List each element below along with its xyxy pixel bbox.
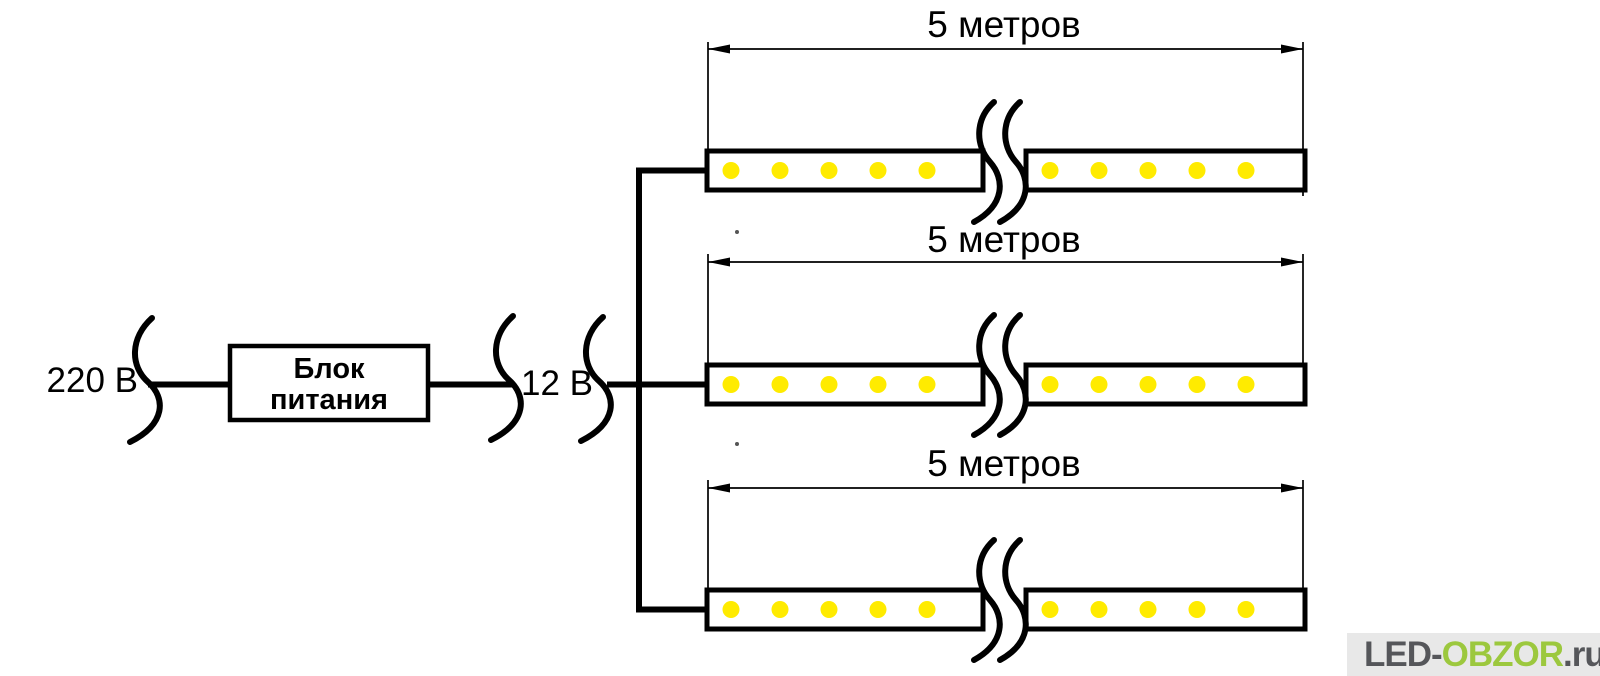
strip-segment-right — [1023, 587, 1308, 632]
led-dot — [869, 376, 887, 393]
strip-segment-right — [1023, 362, 1308, 407]
led-dots — [722, 601, 1255, 618]
strip-segment-right — [1023, 148, 1308, 193]
led-dot — [771, 601, 789, 618]
arrow-left-icon — [708, 44, 730, 54]
led-dot — [820, 162, 838, 179]
led-dot — [1188, 376, 1206, 393]
led-dot — [820, 601, 838, 618]
strip-segment-left — [704, 362, 986, 407]
arrow-right-icon — [1281, 483, 1303, 493]
led-dot — [1237, 601, 1255, 618]
led-dot — [1090, 601, 1108, 618]
input-voltage-label: 220 В — [47, 361, 138, 400]
length-label: 5 метров — [927, 443, 1080, 484]
arrow-right-icon — [1281, 44, 1303, 54]
led-dots — [722, 376, 1255, 393]
watermark-suffix: .ru — [1563, 634, 1600, 674]
distribution-bus — [636, 167, 707, 613]
led-dot — [1090, 376, 1108, 393]
low-voltage-link: 12 В — [426, 313, 709, 444]
bus-wire — [636, 167, 707, 613]
led-strip-row-2 — [704, 312, 1308, 438]
led-dot — [1139, 601, 1157, 618]
led-dot — [1090, 162, 1108, 179]
arrow-left-icon — [708, 483, 730, 493]
led-dot — [771, 162, 789, 179]
led-dot — [869, 162, 887, 179]
led-strip-row-3 — [704, 537, 1308, 663]
watermark: LED-OBZOR.ru — [1347, 633, 1600, 676]
length-label: 5 метров — [927, 4, 1080, 45]
led-dot — [869, 601, 887, 618]
output-voltage-label: 12 В — [521, 364, 593, 403]
strip-break-icon — [971, 312, 1003, 438]
led-dot — [722, 162, 740, 179]
led-dot — [771, 376, 789, 393]
led-dot — [918, 601, 936, 618]
arrow-right-icon — [1281, 257, 1303, 267]
strip-break-icon — [997, 99, 1029, 225]
dimension-row-3: 5 метров — [707, 443, 1304, 590]
led-strip-row-1 — [704, 99, 1308, 225]
length-label: 5 метров — [927, 219, 1080, 260]
led-dot — [722, 376, 740, 393]
led-dot — [1041, 162, 1059, 179]
led-dot — [1139, 162, 1157, 179]
power-supply-label-line2: питания — [270, 384, 388, 416]
led-dots — [722, 162, 1255, 179]
led-dot — [918, 376, 936, 393]
led-dot — [1139, 376, 1157, 393]
led-dot — [1188, 162, 1206, 179]
watermark-prefix: LED- — [1364, 634, 1443, 674]
power-supply-unit: Блок питания — [227, 343, 431, 423]
strip-break-icon — [971, 537, 1003, 663]
dimension-row-2: 5 метров — [707, 219, 1304, 365]
strip-break-icon — [997, 312, 1029, 438]
strip-segment-left — [704, 148, 986, 193]
stray-mark — [735, 230, 739, 234]
led-dot — [918, 162, 936, 179]
strip-segment-left — [704, 587, 986, 632]
wire-break-icon — [578, 314, 614, 444]
watermark-highlight: OBZOR — [1441, 634, 1564, 674]
wire-break-icon — [488, 313, 524, 443]
arrow-left-icon — [708, 257, 730, 267]
stray-mark — [735, 442, 739, 446]
mains-input: 220 В — [47, 315, 232, 445]
strip-break-icon — [997, 537, 1029, 663]
led-dot — [1188, 601, 1206, 618]
dimension-row-1: 5 метров — [707, 4, 1304, 196]
power-supply-label-line1: Блок — [293, 353, 365, 385]
led-dot — [722, 601, 740, 618]
led-dot — [1237, 376, 1255, 393]
led-dot — [1041, 376, 1059, 393]
led-dot — [1237, 162, 1255, 179]
led-dot — [1041, 601, 1059, 618]
led-dot — [820, 376, 838, 393]
strip-break-icon — [971, 99, 1003, 225]
